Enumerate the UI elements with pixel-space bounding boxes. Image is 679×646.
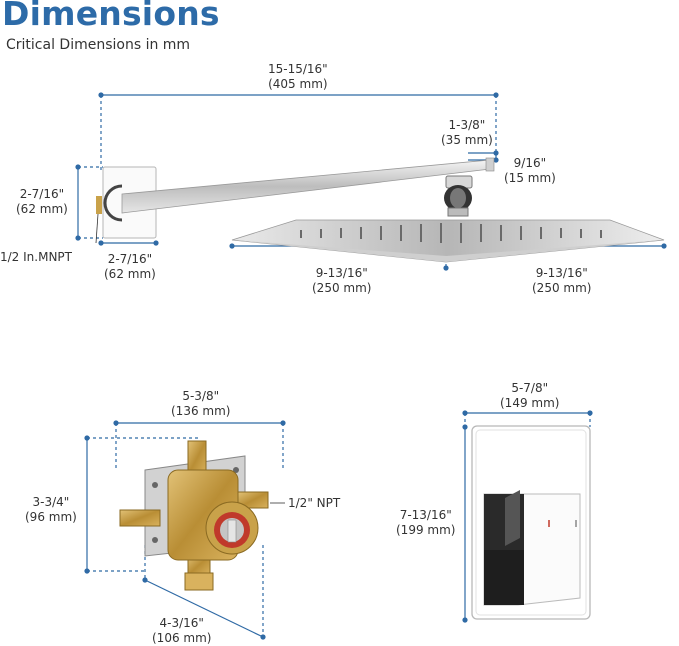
arm-drop-inches: 1-3/8" — [448, 118, 486, 132]
arm-length-inches: 15-15/16" — [268, 62, 328, 76]
valve-depth-label: 4-3/16" (106 mm) — [152, 616, 211, 646]
head-half-right-label: 9-13/16" (250 mm) — [532, 266, 591, 296]
trim-plate — [471, 425, 591, 620]
arm-thread-label: 1/2 In.MNPT — [0, 250, 72, 264]
head-half-left-label: 9-13/16" (250 mm) — [312, 266, 371, 296]
trim-height-label: 7-13/16" (199 mm) — [396, 508, 455, 538]
trim-height-mm: (199 mm) — [396, 523, 456, 537]
head-half-left-mm: (250 mm) — [312, 281, 372, 295]
trim-height-inches: 7-13/16" — [399, 508, 452, 522]
rain-shower-head — [231, 219, 665, 263]
rough-in-valve — [119, 440, 269, 591]
flange-width-inches: 2-7/16" — [107, 252, 153, 266]
trim-dimension-dots — [462, 410, 593, 623]
valve-depth-mm: (106 mm) — [152, 631, 212, 645]
trim-width-mm: (149 mm) — [500, 396, 560, 410]
flange-width-mm: (62 mm) — [104, 267, 156, 281]
trim-width-inches: 5-7/8" — [511, 381, 549, 395]
valve-height-label: 3-3/4" (96 mm) — [25, 495, 77, 525]
trim-width-label: 5-7/8" (149 mm) — [500, 381, 559, 411]
arm-thickness-mm: (15 mm) — [504, 171, 556, 185]
valve-dimension-dots — [84, 420, 286, 640]
shower-arm-dimension-dots — [75, 92, 667, 271]
head-half-right-inches: 9-13/16" — [535, 266, 588, 280]
valve-depth-inches: 4-3/16" — [159, 616, 204, 630]
arm-drop-label: 1-3/8" (35 mm) — [441, 118, 493, 148]
shower-ball-joint — [444, 175, 473, 217]
flange-width-label: 2-7/16" (62 mm) — [104, 252, 156, 282]
valve-width-inches: 5-3/8" — [182, 389, 220, 403]
arm-thickness-label: 9/16" (15 mm) — [504, 156, 556, 186]
flange-height-mm: (62 mm) — [16, 202, 68, 216]
valve-height-mm: (96 mm) — [25, 510, 77, 524]
valve-thread-label: 1/2" NPT — [288, 496, 341, 510]
head-half-left-inches: 9-13/16" — [315, 266, 368, 280]
flange-height-inches: 2-7/16" — [19, 187, 65, 201]
valve-width-mm: (136 mm) — [171, 404, 231, 418]
arm-length-label: 15-15/16" (405 mm) — [268, 62, 328, 92]
shower-arm-pipe — [121, 157, 495, 214]
valve-width-label: 5-3/8" (136 mm) — [171, 389, 230, 419]
arm-thickness-inches: 9/16" — [513, 156, 547, 170]
arm-drop-mm: (35 mm) — [441, 133, 493, 147]
page-subtitle: Critical Dimensions in mm — [6, 37, 191, 53]
arm-length-mm: (405 mm) — [268, 77, 328, 91]
head-half-right-mm: (250 mm) — [532, 281, 592, 295]
page-title: Dimensions — [2, 0, 220, 33]
valve-height-inches: 3-3/4" — [32, 495, 70, 509]
flange-height-label: 2-7/16" (62 mm) — [16, 187, 68, 217]
valve-dimension-lines — [86, 422, 285, 638]
